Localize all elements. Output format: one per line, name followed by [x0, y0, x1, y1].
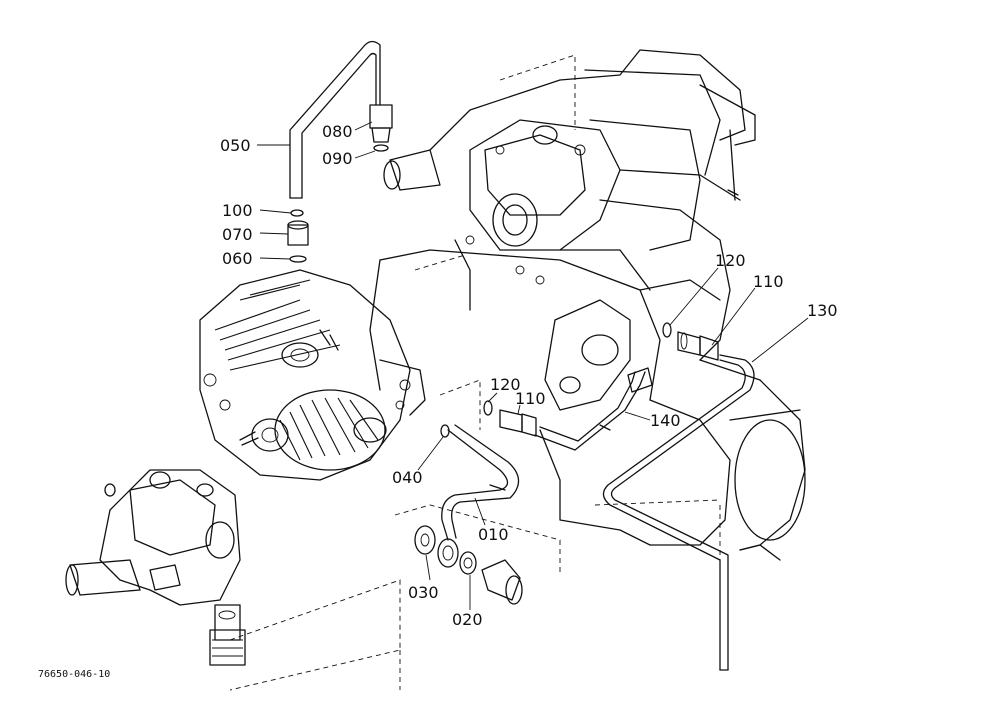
label-020: 020: [452, 610, 483, 629]
leader-lines: [257, 121, 809, 610]
fitting-upper: [662, 322, 719, 361]
part-labels: 050 080 090 100 070 060 120 110 130 120 …: [38, 122, 838, 680]
label-010: 010: [478, 525, 509, 544]
label-110-upper: 110: [753, 272, 784, 291]
fitting-lower: [483, 400, 537, 437]
label-050: 050: [220, 136, 251, 155]
label-110-lower: 110: [515, 389, 546, 408]
label-070: 070: [222, 225, 253, 244]
label-080: 080: [322, 122, 353, 141]
transmission-housing: [369, 49, 806, 561]
label-090: 090: [322, 149, 353, 168]
label-120-lower: 120: [490, 375, 521, 394]
label-030: 030: [408, 583, 439, 602]
label-060: 060: [222, 249, 253, 268]
label-130: 130: [807, 301, 838, 320]
pipe-130: [602, 354, 755, 671]
pipe-010: [441, 424, 520, 541]
pipe-140: [534, 367, 653, 451]
drawing-code: 76650-046-10: [38, 669, 110, 680]
label-120-upper: 120: [715, 251, 746, 270]
control-valve: [65, 469, 246, 666]
label-040: 040: [392, 468, 423, 487]
label-140: 140: [650, 411, 681, 430]
hydraulic-pump: [199, 269, 426, 481]
label-100: 100: [222, 201, 253, 220]
phantom-outlines: [229, 54, 721, 691]
pipe-050-assembly: [287, 40, 393, 263]
washers-and-bolt: [414, 424, 523, 605]
